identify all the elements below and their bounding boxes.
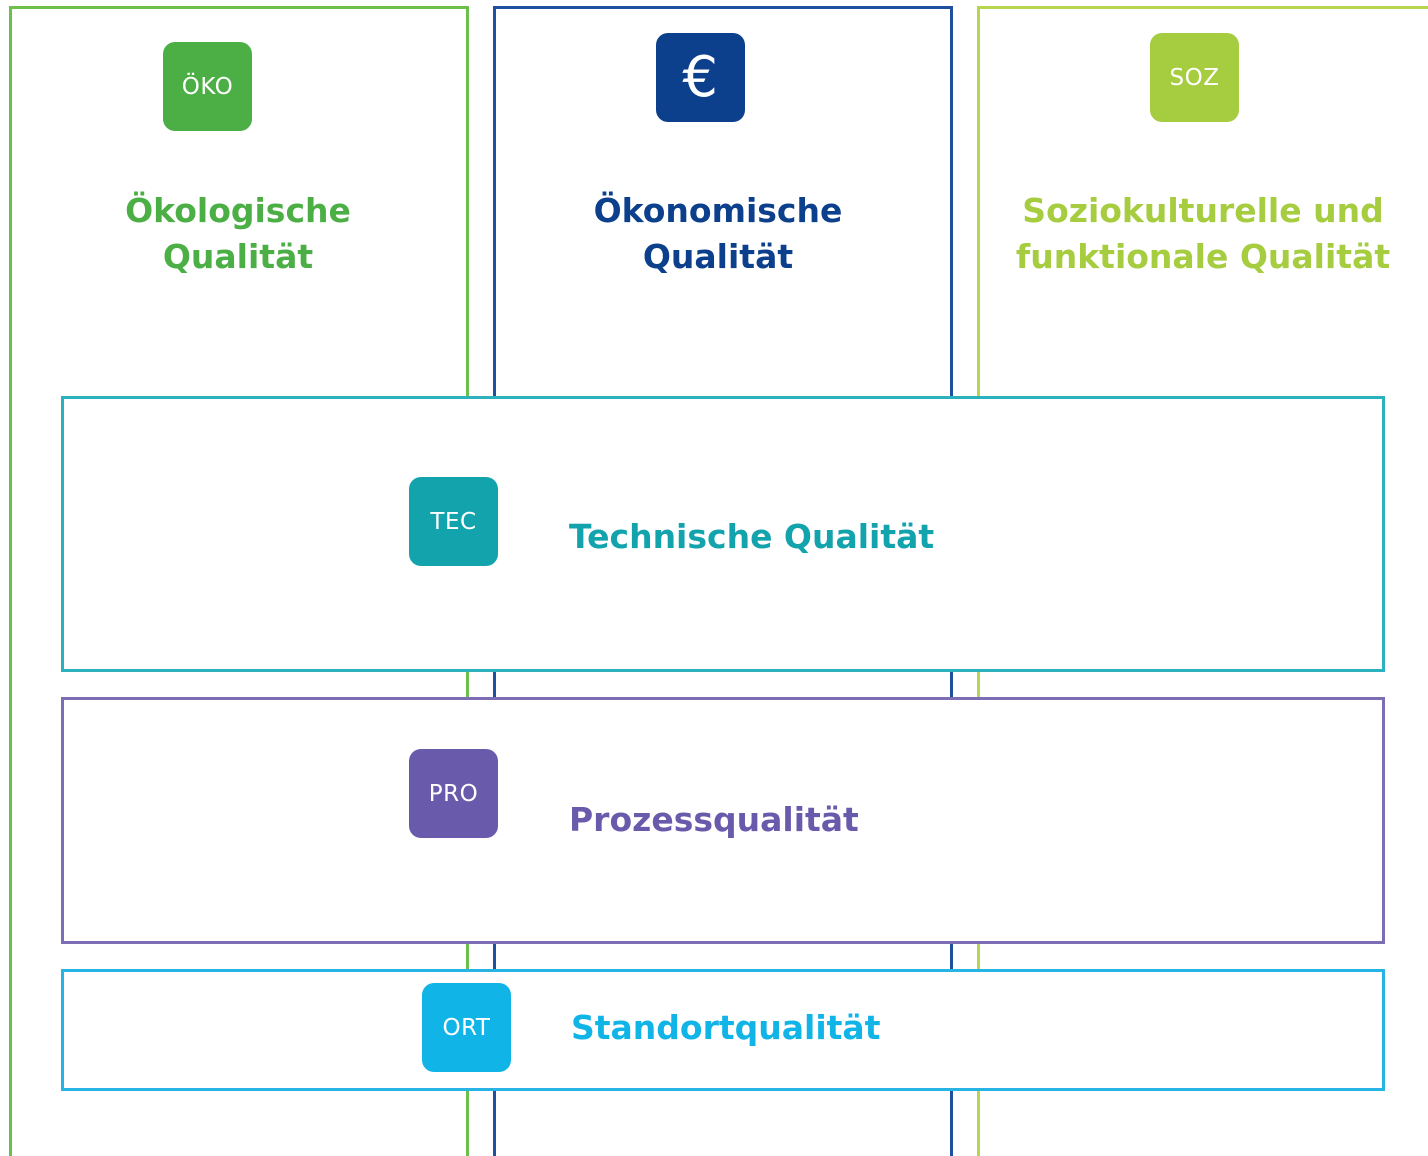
band-process [61, 697, 1385, 944]
pillar-title-ecological-line1: Ökologische [125, 191, 351, 230]
pillar-title-economic: Ökonomische Qualität [573, 188, 863, 280]
band-technical [61, 396, 1385, 672]
band-title-technical: Technische Qualität [569, 517, 935, 556]
pillar-title-sociocultural: Soziokulturelle und funktionale Qualität [1005, 188, 1401, 280]
band-location [61, 969, 1385, 1091]
ort-badge-icon: ORT [422, 983, 511, 1072]
band-title-process: Prozessqualität [569, 800, 859, 839]
pillar-title-ecological: Ökologische Qualität [103, 188, 373, 280]
pillar-title-ecological-line2: Qualität [162, 237, 314, 276]
pillar-title-economic-line1: Ökonomische [593, 191, 843, 230]
oko-badge-icon: ÖKO [163, 42, 252, 131]
tec-badge-icon: TEC [409, 477, 498, 566]
pillar-title-sociocultural-line1: Soziokulturelle und [1022, 191, 1384, 230]
band-title-location: Standortqualität [571, 1008, 881, 1047]
pillar-title-sociocultural-line2: funktionale Qualität [1015, 237, 1391, 276]
euro-badge-icon: € [656, 33, 745, 122]
pillar-title-economic-line2: Qualität [642, 237, 794, 276]
pro-badge-icon: PRO [409, 749, 498, 838]
soz-badge-icon: SOZ [1150, 33, 1239, 122]
